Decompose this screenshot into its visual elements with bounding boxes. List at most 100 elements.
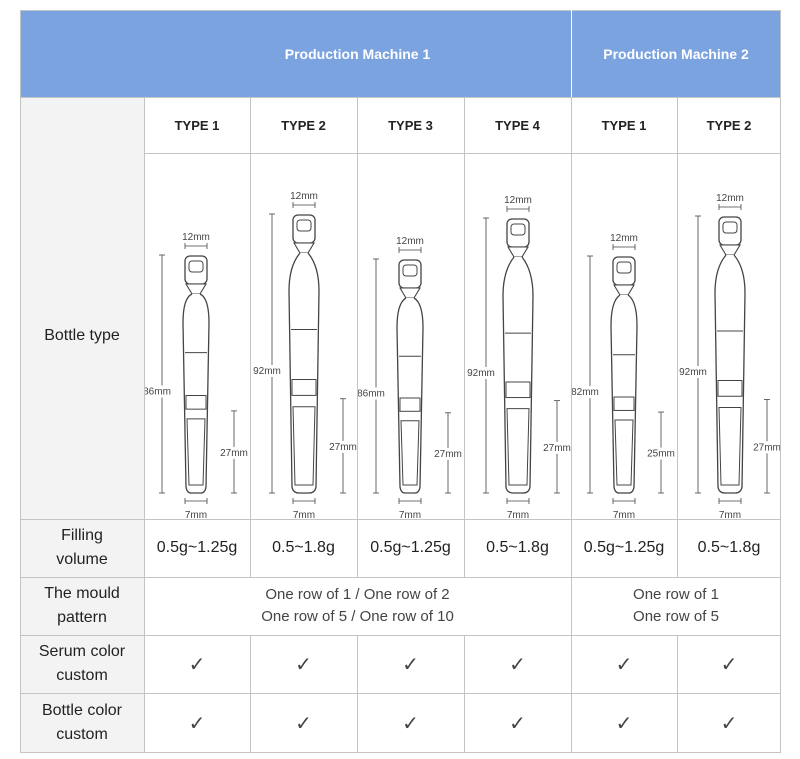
bottle-band bbox=[399, 397, 421, 412]
filling-1: 0.5g~1.25g bbox=[144, 519, 250, 577]
filling-value: 0.5~1.8g bbox=[697, 539, 761, 556]
grid-line bbox=[780, 10, 781, 753]
dim-lower-label: 27mm bbox=[329, 442, 357, 453]
dim-width-label: 12mm bbox=[504, 195, 532, 206]
filling-value: 0.5~1.8g bbox=[272, 539, 335, 556]
mould-machine-1: One row of 1 / One row of 2 One row of 5… bbox=[144, 577, 571, 635]
bottle-check-4: ✓ bbox=[464, 693, 571, 753]
bottle-lower-panel bbox=[292, 406, 316, 486]
serum-check-2: ✓ bbox=[250, 635, 357, 693]
dim-height-label: 86mm bbox=[357, 389, 385, 400]
dim-label-bg bbox=[645, 447, 678, 460]
dim-label-bg bbox=[432, 447, 465, 460]
filling-6: 0.5~1.8g bbox=[677, 519, 781, 577]
filling-value: 0.5g~1.25g bbox=[583, 539, 665, 556]
type-header-1: TYPE 1 bbox=[144, 97, 250, 153]
filling-4: 0.5~1.8g bbox=[464, 519, 571, 577]
mould-line: One row of 1 / One row of 2 bbox=[265, 586, 450, 603]
dim-width-label: 12mm bbox=[396, 236, 424, 247]
side-bottle-color: Bottle color custom bbox=[20, 693, 144, 753]
type-header-5: TYPE 1 bbox=[571, 97, 677, 153]
bottle-band bbox=[613, 396, 635, 411]
mould-line: One row of 5 bbox=[633, 608, 719, 625]
bottle-check-5: ✓ bbox=[571, 693, 677, 753]
dim-bottom-label: 7mm bbox=[719, 510, 741, 519]
row-label-mould-pattern: The mould pattern bbox=[44, 585, 120, 626]
grid-line bbox=[20, 635, 781, 636]
dim-height-label: 82mm bbox=[571, 387, 599, 398]
grid-line bbox=[20, 97, 781, 98]
bottle-neck bbox=[185, 283, 207, 295]
bottle-cap-window bbox=[402, 264, 418, 277]
dim-bottom-label: 7mm bbox=[613, 510, 635, 519]
dim-bottom-label: 7mm bbox=[185, 510, 207, 519]
bottle-lower-panel bbox=[614, 419, 634, 486]
check-icon: ✓ bbox=[615, 653, 633, 676]
header-machine-1: Production Machine 1 bbox=[144, 10, 571, 97]
dim-width-label: 12mm bbox=[716, 193, 744, 204]
type-label: TYPE 3 bbox=[388, 117, 433, 133]
bottle-neck bbox=[719, 244, 741, 256]
filling-3: 0.5g~1.25g bbox=[357, 519, 464, 577]
side-mould-pattern: The mould pattern bbox=[20, 577, 144, 635]
grid-line bbox=[144, 153, 781, 154]
dim-width-label: 12mm bbox=[610, 233, 638, 244]
side-blank bbox=[20, 97, 144, 153]
header-machine-1-label: Production Machine 1 bbox=[284, 45, 431, 62]
side-bottle-type: Bottle type bbox=[20, 153, 144, 519]
serum-check-5: ✓ bbox=[571, 635, 677, 693]
dim-label-bg bbox=[465, 367, 498, 379]
dim-width-label: 12mm bbox=[290, 191, 318, 202]
type-header-6: TYPE 2 bbox=[677, 97, 781, 153]
grid-line bbox=[20, 10, 21, 753]
bottle-check-3: ✓ bbox=[357, 693, 464, 753]
bottle-check-1: ✓ bbox=[144, 693, 250, 753]
row-label-bottle-type: Bottle type bbox=[44, 327, 120, 344]
dim-label-bg bbox=[251, 365, 284, 377]
comparison-table: Production Machine 1 Production Machine … bbox=[20, 10, 781, 753]
dim-height-label: 92mm bbox=[679, 367, 707, 378]
type-label: TYPE 2 bbox=[706, 117, 752, 133]
filling-value: 0.5g~1.25g bbox=[370, 539, 451, 556]
check-icon: ✓ bbox=[188, 653, 206, 676]
bottle-band bbox=[291, 379, 317, 396]
grid-line bbox=[677, 97, 678, 577]
filling-5: 0.5g~1.25g bbox=[571, 519, 677, 577]
bottle-neck bbox=[293, 242, 315, 254]
bottle-lower-panel bbox=[400, 420, 420, 486]
mould-line: One row of 5 / One row of 10 bbox=[261, 608, 454, 625]
type-label: TYPE 1 bbox=[601, 117, 647, 133]
grid-line bbox=[20, 693, 781, 694]
side-serum-color: Serum color custom bbox=[20, 635, 144, 693]
check-icon: ✓ bbox=[295, 712, 312, 735]
grid-line bbox=[20, 752, 781, 753]
bottle-cap-window bbox=[722, 221, 738, 234]
grid-line bbox=[357, 97, 358, 577]
bottle-check-2: ✓ bbox=[250, 693, 357, 753]
bottle-neck bbox=[613, 284, 635, 296]
check-icon: ✓ bbox=[720, 653, 738, 676]
check-icon: ✓ bbox=[615, 712, 633, 735]
type-label: TYPE 1 bbox=[174, 117, 220, 133]
check-icon: ✓ bbox=[509, 653, 526, 676]
dim-lower-label: 27mm bbox=[220, 448, 248, 459]
bottle-cap-window bbox=[616, 261, 632, 274]
check-icon: ✓ bbox=[509, 712, 526, 735]
grid-line bbox=[677, 635, 678, 753]
check-icon: ✓ bbox=[295, 653, 312, 676]
check-icon: ✓ bbox=[720, 712, 738, 735]
dim-lower-label: 27mm bbox=[753, 442, 781, 453]
grid-line bbox=[20, 519, 781, 520]
bottle-band bbox=[717, 380, 743, 397]
grid-line bbox=[464, 97, 465, 577]
dim-label-bg bbox=[541, 441, 574, 454]
row-label-filling-volume: Filling volume bbox=[56, 527, 108, 568]
type-label: TYPE 4 bbox=[495, 117, 540, 133]
bottle-band bbox=[505, 381, 531, 399]
bottle-cap-window bbox=[296, 219, 312, 232]
bottle-lower-panel bbox=[718, 407, 742, 486]
bottle-neck bbox=[399, 287, 421, 299]
check-icon: ✓ bbox=[188, 712, 206, 735]
bottle-diagrams: 12mm7mm86mm27mm12mm7mm92mm27mm12mm7mm86m… bbox=[144, 191, 781, 519]
grid-line bbox=[20, 10, 781, 11]
